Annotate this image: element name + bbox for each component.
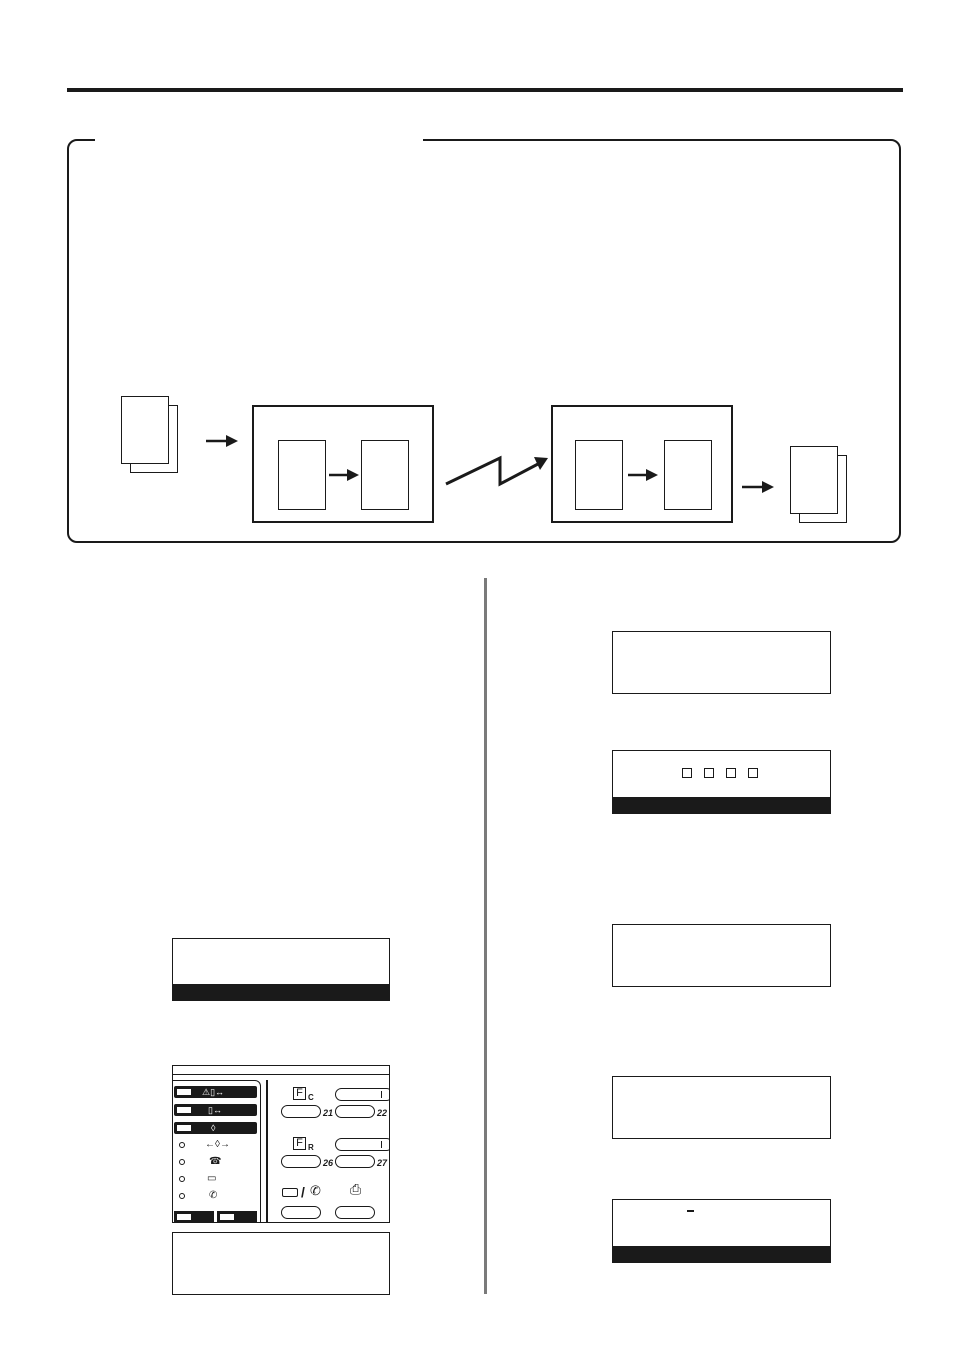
- fax-mode-key[interactable]: [335, 1206, 375, 1219]
- fc-letter: F: [296, 1087, 303, 1099]
- sender-scan-page: [278, 440, 326, 510]
- arrow-right-icon: [206, 435, 238, 447]
- overview-frame: [67, 139, 901, 543]
- phone-handset-icon: ☎: [209, 1156, 222, 1167]
- key-number-26: 26: [323, 1158, 334, 1168]
- fr-key-label: F: [293, 1137, 306, 1150]
- lcd-display-4: [612, 1076, 831, 1139]
- answering-machine-icon: [282, 1188, 298, 1197]
- text-cursor: [687, 1210, 694, 1212]
- lcd-selection-bar: [173, 984, 389, 1000]
- receiver-memory-page: [575, 440, 623, 510]
- panel-left-section: [173, 1080, 261, 1222]
- one-touch-key-21[interactable]: [281, 1105, 321, 1118]
- reception-indicator: ◊: [174, 1122, 257, 1134]
- original-document-front: [121, 396, 169, 464]
- panel-divider: [266, 1080, 268, 1222]
- lcd-display-1: [612, 631, 831, 694]
- fr-wide-key[interactable]: [335, 1138, 389, 1151]
- network-icon: ←◊→: [205, 1139, 230, 1150]
- code-digit-box-4: [748, 768, 758, 778]
- warning-triangle-icon: ⚠▯↔: [202, 1087, 225, 1097]
- panel-bottom-button-right[interactable]: [217, 1211, 257, 1222]
- arrow-right-icon: [742, 481, 774, 493]
- phone-line-led: [179, 1159, 185, 1165]
- code-digit-box-2: [704, 768, 714, 778]
- answering-machine-icon: ▭: [207, 1173, 217, 1184]
- top-rule: [67, 88, 903, 92]
- received-document-front: [790, 446, 838, 514]
- phone-handset-icon: ✆: [310, 1183, 321, 1198]
- fc-key-label: F: [293, 1087, 306, 1100]
- one-touch-key-26[interactable]: [281, 1155, 321, 1168]
- fr-letter: F: [296, 1137, 303, 1149]
- key-number-21: 21: [323, 1108, 334, 1118]
- one-touch-key-27[interactable]: [335, 1155, 375, 1168]
- lcd-selection-bar: [613, 797, 830, 813]
- operation-panel: ⚠▯↔ ▯↔ ◊ ←◊→ ☎ ▭ ✆ F C 21 22 F R 26 27: [172, 1065, 390, 1223]
- warning-indicator: ⚠▯↔: [174, 1086, 257, 1098]
- memory-transmission-icon: ▯↔: [208, 1105, 222, 1115]
- memory-indicator: ▯↔: [174, 1104, 257, 1116]
- lcd-display-step: [172, 938, 390, 1001]
- lcd-selection-bar: [613, 1246, 830, 1262]
- tape-phone-key[interactable]: [281, 1206, 321, 1219]
- lcd-display-password: [612, 750, 831, 814]
- phone-handset-icon: ✆: [209, 1190, 218, 1201]
- fr-subscript: R: [308, 1143, 314, 1152]
- icon-separator: /: [301, 1184, 305, 1200]
- handset-led: [179, 1193, 185, 1199]
- key-number-22: 22: [377, 1108, 388, 1118]
- code-digit-box-1: [682, 768, 692, 778]
- frame-title-gap: [95, 134, 423, 146]
- key-number-27: 27: [377, 1158, 388, 1168]
- lcd-display-entry: [612, 1199, 831, 1263]
- lcd-display-panel: [172, 1232, 390, 1295]
- one-touch-key-22[interactable]: [335, 1105, 375, 1118]
- sender-memory-page: [361, 440, 409, 510]
- arrow-right-icon: [628, 469, 658, 481]
- fax-mode-icon: ⎙: [350, 1181, 362, 1197]
- receiver-print-page: [664, 440, 712, 510]
- arrow-right-icon: [329, 469, 359, 481]
- lcd-display-3: [612, 924, 831, 987]
- zigzag-line-icon: [445, 455, 548, 487]
- reception-arrow-icon: ◊: [211, 1123, 216, 1133]
- column-divider: [484, 578, 487, 1294]
- tape-led: [179, 1176, 185, 1182]
- fc-subscript: C: [308, 1093, 314, 1102]
- code-digit-box-3: [726, 768, 736, 778]
- panel-bottom-button-left[interactable]: [174, 1211, 214, 1222]
- fc-wide-key[interactable]: [335, 1088, 389, 1101]
- panel-top-line: [173, 1074, 389, 1075]
- network-led: [179, 1142, 185, 1148]
